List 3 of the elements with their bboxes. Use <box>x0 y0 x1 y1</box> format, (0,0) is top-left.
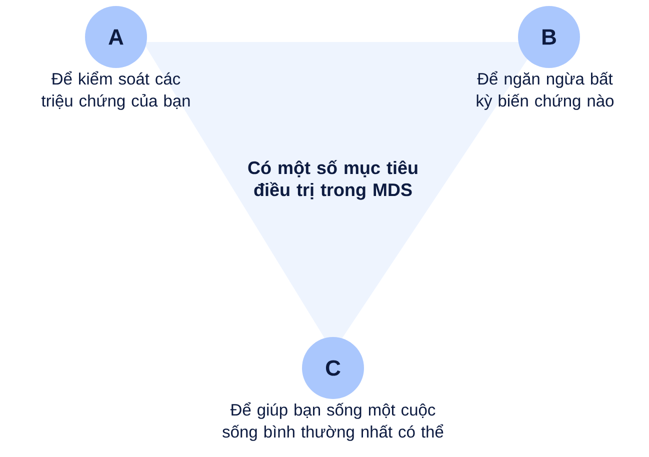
caption-text: Để kiểm soát các triệu chứng của bạn <box>41 71 190 110</box>
caption-text: Để giúp bạn sống một cuộc sống bình thường nhất có thể <box>222 402 444 441</box>
caption-text: Để ngăn ngừa bất kỳ biến chứng nào <box>476 71 614 110</box>
